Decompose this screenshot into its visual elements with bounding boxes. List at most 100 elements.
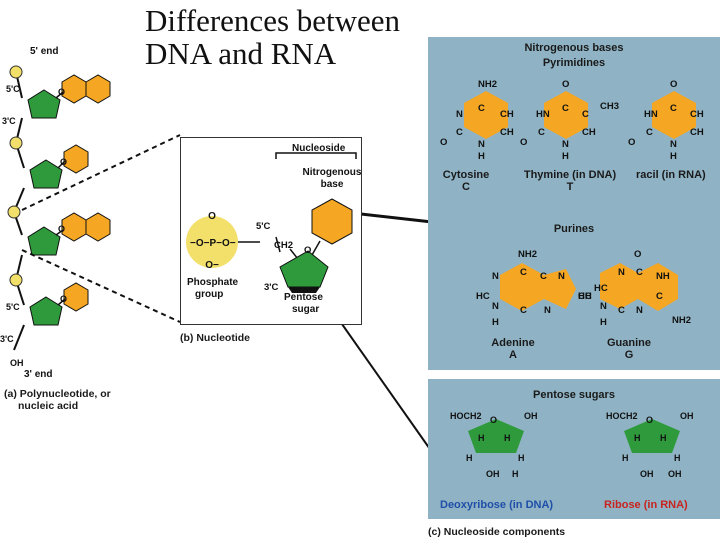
pentose-label: Pentose: [284, 292, 323, 303]
svg-text:O−: O−: [205, 260, 219, 271]
base-abbr: T: [566, 181, 574, 193]
thymine-label: Thymine (in DNA) T: [520, 169, 620, 193]
svg-text:H: H: [670, 151, 677, 162]
svg-text:N: N: [456, 109, 463, 120]
svg-text:CH: CH: [500, 127, 514, 138]
base-hexagon: [85, 74, 111, 104]
uracil-ring: [652, 91, 696, 139]
svg-text:C: C: [656, 291, 663, 302]
ribose-label: Ribose (in RNA): [604, 499, 688, 511]
svg-text:C: C: [538, 127, 545, 138]
phosphate-label: group: [195, 289, 223, 300]
svg-text:OH: OH: [524, 411, 538, 421]
svg-text:H: H: [512, 469, 519, 479]
svg-text:CH: CH: [582, 127, 596, 138]
svg-text:−O−P−O−: −O−P−O−: [190, 238, 236, 249]
nucleotide-base-hexagon: [311, 198, 353, 245]
svg-text:OH: OH: [680, 411, 694, 421]
svg-text:H: H: [518, 453, 525, 463]
svg-text:NH2: NH2: [672, 315, 691, 326]
adenine-five-ring: [544, 269, 576, 309]
base-name: Adenine: [491, 337, 535, 349]
guanine-six-ring-right: [638, 263, 678, 311]
svg-text:O: O: [562, 79, 569, 90]
svg-text:5'C: 5'C: [256, 221, 271, 232]
svg-text:C: C: [562, 103, 569, 114]
cytosine-label: Cytosine C: [436, 169, 496, 193]
sugar-pentagon: [27, 226, 61, 256]
svg-text:H: H: [492, 317, 499, 328]
sugar-pentagon: [29, 296, 63, 326]
nucleotide-caption: (b) Nucleotide: [180, 332, 250, 344]
svg-text:N: N: [544, 305, 551, 316]
base-name: Cytosine: [442, 169, 490, 181]
svg-text:N: N: [478, 139, 485, 150]
ribose-ring: [624, 419, 680, 453]
svg-text:N: N: [670, 139, 677, 150]
svg-text:HC: HC: [476, 291, 490, 302]
nucleotide-sugar-pentagon: [279, 250, 329, 288]
svg-text:N: N: [558, 271, 565, 282]
svg-text:HC: HC: [594, 283, 608, 294]
svg-text:HC: HC: [578, 291, 592, 302]
svg-text:H: H: [674, 453, 681, 463]
bases-heading: Nitrogenous bases: [524, 42, 624, 54]
svg-text:C: C: [646, 127, 653, 138]
svg-text:C: C: [540, 271, 547, 282]
title-line-1: Differences between: [145, 3, 401, 38]
svg-text:C: C: [456, 127, 463, 138]
svg-text:OH: OH: [486, 469, 500, 479]
svg-text:N: N: [562, 139, 569, 150]
nucleotide-diagram: Nucleoside O −O−P−O− O− Phosphate group …: [186, 143, 362, 315]
svg-text:H: H: [622, 453, 629, 463]
phosphate-circle: [7, 205, 21, 219]
svg-text:HN: HN: [644, 109, 658, 120]
phosphate-circle: [9, 273, 23, 287]
svg-text:C: C: [636, 267, 643, 278]
svg-text:CH3: CH3: [600, 101, 619, 112]
base-hexagon: [63, 144, 89, 174]
page-title: Differences between DNA and RNA: [145, 4, 400, 70]
polynucleotide-caption: (a) Polynucleotide, or nucleic acid: [4, 388, 111, 412]
svg-text:C: C: [670, 103, 677, 114]
ring-oxygen-label: O: [60, 294, 67, 304]
svg-text:H: H: [600, 317, 607, 328]
svg-text:H: H: [634, 433, 641, 443]
nitrogenous-label: Nitrogenous: [303, 167, 362, 178]
phosphate-group-circle: [186, 216, 238, 268]
svg-text:H: H: [478, 151, 485, 162]
svg-text:H: H: [562, 151, 569, 162]
svg-text:H: H: [660, 433, 667, 443]
phosphate-circle: [9, 65, 23, 79]
svg-text:HOCH2: HOCH2: [606, 411, 638, 421]
base-name: Guanine: [606, 337, 651, 349]
base-abbr: A: [509, 349, 517, 361]
svg-text:C: C: [618, 305, 625, 316]
svg-text:N: N: [636, 305, 643, 316]
thymine-ring: [544, 91, 588, 139]
pyrimidines-heading: Pyrimidines: [542, 57, 606, 69]
svg-text:OH: OH: [640, 469, 654, 479]
svg-text:N: N: [618, 267, 625, 278]
phosphate-circle: [9, 136, 23, 150]
nitrogenous-bases-panel: Nitrogenous bases Pyrimidines Purines NH…: [428, 37, 720, 370]
title-line-2: DNA and RNA: [145, 36, 337, 71]
svg-text:H: H: [466, 453, 473, 463]
svg-text:H: H: [504, 433, 511, 443]
pentose-heading: Pentose sugars: [533, 389, 615, 401]
five-c-label: 5'C: [6, 302, 20, 312]
ring-oxygen-label: O: [58, 224, 65, 234]
svg-text:N: N: [600, 301, 607, 312]
caption-line: nucleic acid: [18, 400, 79, 412]
guanine-label: Guanine G: [594, 337, 664, 361]
purines-heading: Purines: [553, 223, 595, 235]
svg-text:3'C: 3'C: [264, 282, 279, 293]
base-abbr: G: [624, 349, 634, 361]
svg-text:C: C: [478, 103, 485, 114]
svg-text:NH: NH: [656, 271, 670, 282]
svg-text:OH: OH: [668, 469, 682, 479]
svg-text:O: O: [304, 245, 311, 256]
base-name: Thymine (in DNA): [523, 169, 617, 181]
three-c-label: 3'C: [2, 116, 16, 126]
svg-text:O: O: [208, 211, 216, 222]
